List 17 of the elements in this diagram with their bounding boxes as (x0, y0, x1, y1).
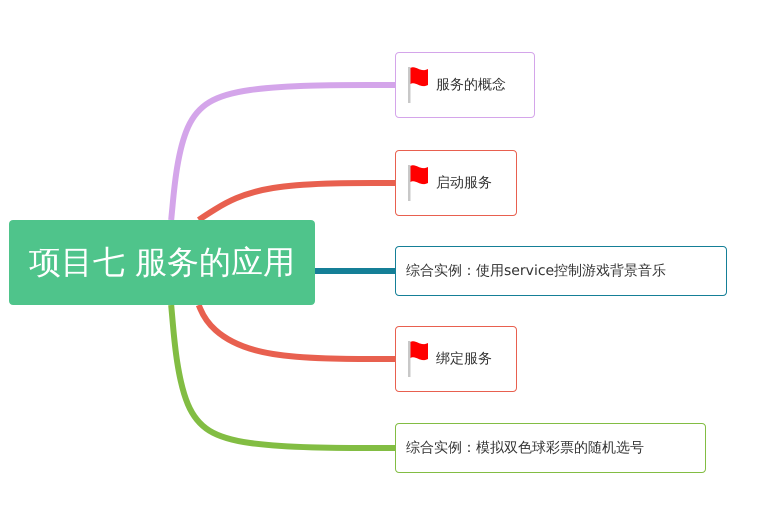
topic-box (395, 326, 517, 392)
branch-connector (315, 268, 395, 274)
topic-text: 服务的概念 (436, 76, 506, 94)
branch-connector (168, 304, 395, 451)
branch-connector (196, 304, 395, 362)
topic-box (395, 52, 535, 118)
central-topic (9, 220, 315, 305)
branch-connector (168, 82, 395, 220)
topic-box (395, 246, 727, 296)
topic-text: 综合实例：使用service控制游戏背景音乐 (406, 262, 666, 280)
topic-text: 绑定服务 (436, 350, 492, 368)
topic-text: 综合实例：模拟双色球彩票的随机选号 (406, 439, 644, 457)
topic-box (395, 150, 517, 216)
topic-box (395, 423, 706, 473)
topic-text: 项目七 服务的应用 (28, 242, 296, 282)
topic-text: 启动服务 (436, 174, 492, 192)
branch-connector (197, 180, 395, 222)
